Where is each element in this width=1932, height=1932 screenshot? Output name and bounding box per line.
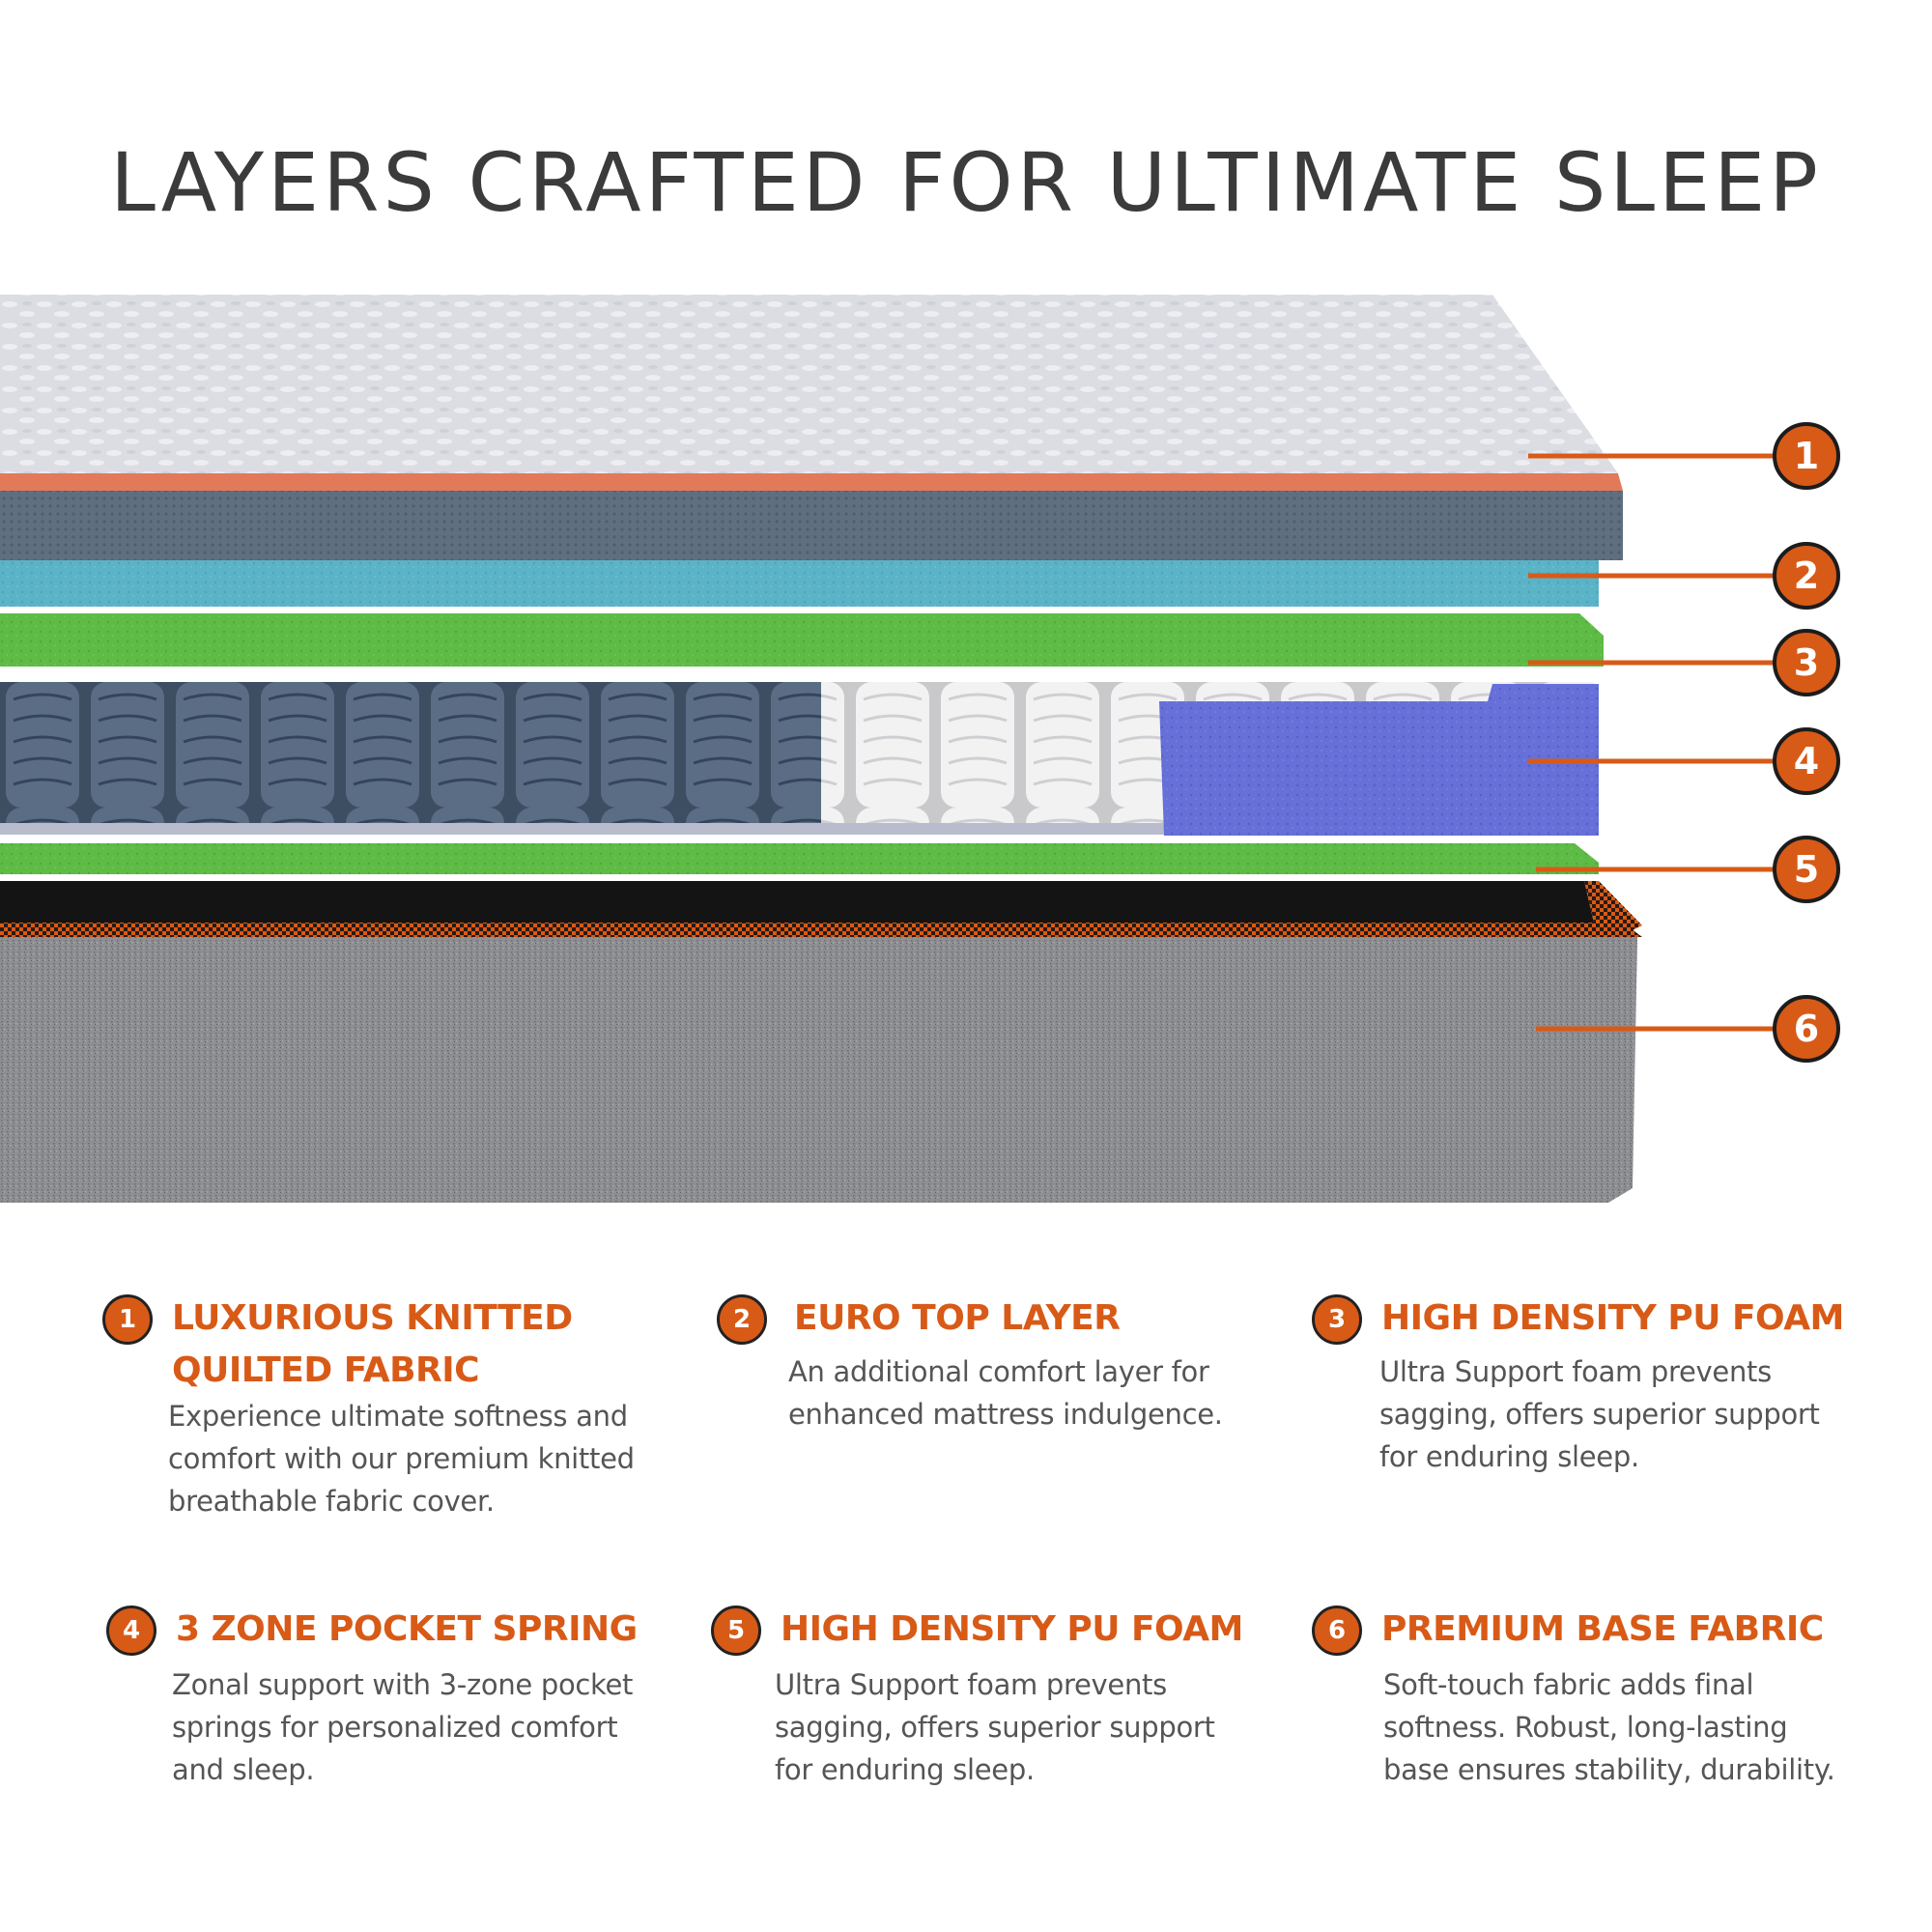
feature-desc-line: and sleep. — [172, 1753, 315, 1786]
page-title: LAYERS CRAFTED FOR ULTIMATE SLEEP — [110, 135, 1822, 230]
feature-title: PREMIUM BASE FABRIC — [1381, 1604, 1932, 1656]
feature-title-line: EURO TOP LAYER — [794, 1298, 1121, 1338]
feature-number-badge: 5 — [711, 1605, 761, 1656]
callout-marker — [1773, 727, 1840, 795]
feature-title: HIGH DENSITY PU FOAM — [1381, 1293, 1932, 1345]
feature-description: Ultra Support foam prevents sagging, off… — [1379, 1350, 1882, 1478]
feature-desc-line: enhanced mattress indulgence. — [788, 1398, 1223, 1431]
feature-desc-line: for enduring sleep. — [775, 1753, 1035, 1786]
feature-description: Soft-touch fabric adds final softness. R… — [1383, 1663, 1886, 1791]
feature-desc-line: An additional comfort layer for — [788, 1355, 1209, 1388]
feature-description: Zonal support with 3-zone pocket springs… — [172, 1663, 674, 1791]
feature-number-badge: 4 — [106, 1605, 156, 1656]
feature-desc-line: Experience ultimate softness and — [168, 1400, 628, 1433]
feature-desc-line: for enduring sleep. — [1379, 1440, 1639, 1473]
green-foam-layer-top — [0, 613, 1604, 667]
callout-4: 4 — [1528, 727, 1840, 795]
purple-foam-edge-block — [1159, 684, 1599, 836]
feature-desc-line: Ultra Support foam prevents — [775, 1668, 1167, 1701]
feature-title-line: PREMIUM BASE FABRIC — [1381, 1609, 1824, 1649]
feature-desc-line: springs for personalized comfort — [172, 1711, 618, 1744]
callout-number: 6 — [1794, 1008, 1819, 1050]
callout-3: 3 — [1528, 629, 1840, 696]
feature-title-line: 3 ZONE POCKET SPRING — [176, 1609, 638, 1649]
feature-desc-line: Zonal support with 3-zone pocket — [172, 1668, 634, 1701]
feature-desc-line: sagging, offers superior support — [1379, 1398, 1820, 1431]
checker-trim — [1584, 881, 1642, 935]
euro-top-layer — [0, 491, 1623, 560]
callout-5: 5 — [1536, 836, 1840, 903]
feature-desc-line: Ultra Support foam prevents — [1379, 1355, 1772, 1388]
feature-title: EURO TOP LAYER — [794, 1293, 1374, 1345]
feature-title: HIGH DENSITY PU FOAM — [781, 1604, 1360, 1656]
feature-desc-line: softness. Robust, long-lasting — [1383, 1711, 1788, 1744]
callout-1: 1 — [1528, 422, 1840, 490]
mattress-layers-illustration: 1 2 3 4 5 6 — [0, 295, 1840, 1203]
feature-desc-line: sagging, offers superior support — [775, 1711, 1215, 1744]
feature-description: Ultra Support foam prevents sagging, off… — [775, 1663, 1277, 1791]
feature-desc-line: breathable fabric cover. — [168, 1485, 495, 1518]
feature-description: Experience ultimate softness and comfort… — [168, 1395, 670, 1522]
feature-title-line: QUILTED FABRIC — [172, 1350, 480, 1390]
feature-desc-line: base ensures stability, durability. — [1383, 1753, 1835, 1786]
feature-desc-line: comfort with our premium knitted — [168, 1442, 635, 1475]
feature-title-line: HIGH DENSITY PU FOAM — [781, 1609, 1243, 1649]
callout-marker — [1773, 836, 1840, 903]
callout-marker — [1773, 422, 1840, 490]
quilted-cover-top — [0, 295, 1618, 473]
cover-orange-trim — [0, 473, 1623, 491]
callout-marker — [1773, 629, 1840, 696]
feature-title: LUXURIOUS KNITTED QUILTED FABRIC — [172, 1293, 752, 1397]
base-fabric-body — [0, 937, 1637, 1203]
feature-title-line: LUXURIOUS KNITTED — [172, 1298, 573, 1338]
euro-top-cyan-layer — [0, 560, 1599, 607]
feature-title-line: HIGH DENSITY PU FOAM — [1381, 1298, 1844, 1338]
callout-6: 6 — [1536, 995, 1840, 1063]
callout-number: 4 — [1794, 740, 1819, 782]
feature-number-badge: 6 — [1312, 1605, 1362, 1656]
callout-number: 1 — [1794, 435, 1819, 477]
pocket-springs-blue-zone — [0, 682, 821, 827]
feature-desc-line: Soft-touch fabric adds final — [1383, 1668, 1754, 1701]
feature-number-badge: 1 — [102, 1294, 153, 1345]
checker-trim-bottom — [0, 923, 1642, 937]
green-foam-layer-bottom — [0, 843, 1599, 874]
feature-title: 3 ZONE POCKET SPRING — [176, 1604, 755, 1656]
black-inner-edge — [0, 881, 1594, 923]
callout-marker — [1773, 995, 1840, 1063]
feature-number-badge: 2 — [717, 1294, 767, 1345]
callout-marker — [1773, 542, 1840, 610]
callout-number: 2 — [1794, 554, 1819, 597]
callout-2: 2 — [1528, 542, 1840, 610]
feature-number-badge: 3 — [1312, 1294, 1362, 1345]
callout-number: 3 — [1794, 641, 1819, 684]
feature-description: An additional comfort layer for enhanced… — [788, 1350, 1291, 1435]
callout-number: 5 — [1794, 848, 1819, 891]
